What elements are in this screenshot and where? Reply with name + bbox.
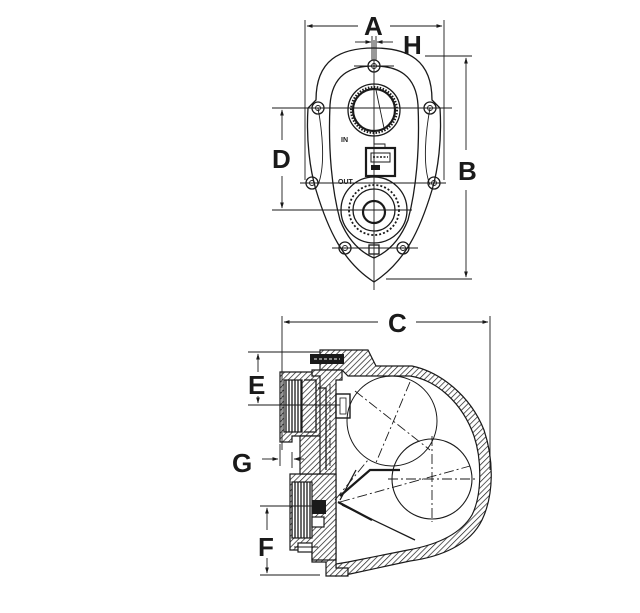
dimension-d: D <box>272 109 291 209</box>
dimension-label-h: H <box>403 30 422 60</box>
dimension-h: H <box>355 30 422 60</box>
front-view: IN OUT <box>272 40 452 290</box>
dimension-e: E <box>248 351 340 406</box>
dimension-label-b: B <box>458 156 477 186</box>
dimension-label-f: F <box>258 532 274 562</box>
dimension-b: B <box>386 55 477 280</box>
nameplate <box>364 132 397 178</box>
dimension-a: A <box>304 11 445 180</box>
dimension-label-g: G <box>232 448 252 478</box>
dimension-f: F <box>258 505 320 576</box>
dimension-label-e: E <box>248 370 265 400</box>
outlet-label: OUT <box>338 179 354 186</box>
dimension-g: G <box>232 444 304 478</box>
dimension-label-a: A <box>364 11 383 41</box>
side-section-view <box>279 349 492 577</box>
dimension-label-d: D <box>272 144 291 174</box>
inlet-label: IN <box>341 137 348 144</box>
dimension-c: C <box>281 308 491 470</box>
dimension-label-c: C <box>388 308 407 338</box>
